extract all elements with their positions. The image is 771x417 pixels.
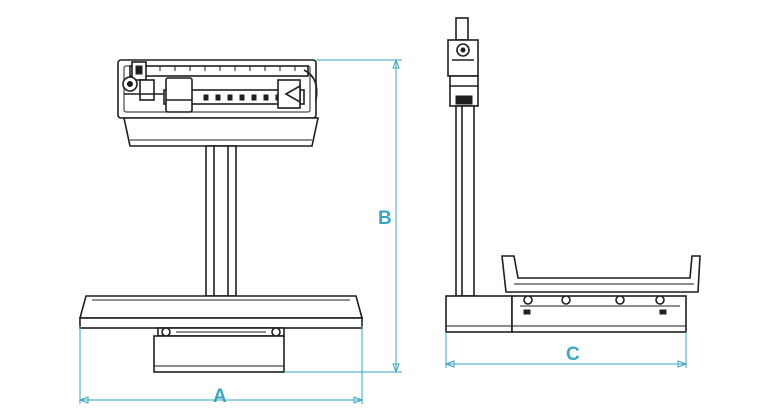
dimension-label-c: C [566,344,580,365]
front-platform [78,295,364,373]
dimension-label-a: A [213,386,227,407]
side-base [445,295,687,333]
scale-head [123,117,319,147]
beam-housing [117,59,318,119]
dimension-lines [78,58,688,404]
column [205,145,237,297]
front-view [78,59,364,373]
upper-beam-ticks [159,66,296,71]
side-tray [501,255,701,293]
dimension-label-b: B [378,208,392,229]
side-view [445,17,701,333]
side-head [447,17,479,107]
side-column [455,105,475,297]
